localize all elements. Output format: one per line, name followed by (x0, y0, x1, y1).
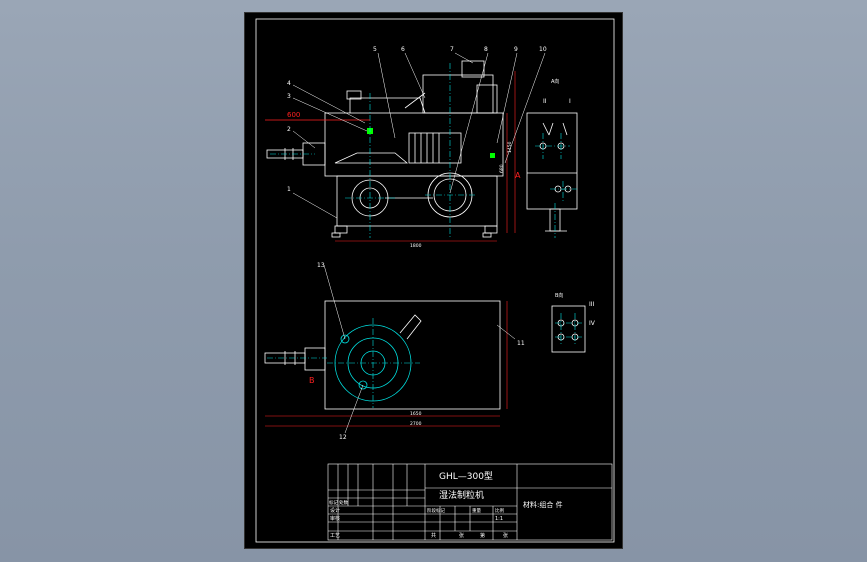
sheet-label-2: 张 (459, 532, 464, 539)
row-label-design: 设计 (330, 507, 340, 514)
callout-4: 4 (287, 80, 291, 87)
view-label-B: B向 (555, 292, 563, 299)
height-text-1: 1450 (507, 141, 513, 153)
view-B (551, 305, 586, 353)
front-centerlines (270, 63, 475, 238)
title-name: 湿法制粒机 (439, 489, 484, 501)
letter-A: A (515, 171, 521, 180)
row-label-review: 审核 (330, 515, 340, 522)
plan-inner-text: 1650 (410, 411, 422, 417)
red-dim-text: 600 (287, 111, 300, 119)
section-label-III: III (589, 301, 595, 308)
side-centerlines (535, 133, 577, 238)
side-view (526, 112, 578, 232)
sheet-label-1: 共 (431, 532, 436, 539)
callout-8: 8 (484, 46, 488, 53)
callout-12: 12 (339, 434, 347, 441)
title-scale: 1:1 (495, 516, 503, 522)
hatch-mark-2 (490, 153, 495, 158)
callout-1: 1 (287, 186, 291, 193)
view-B-centerlines (555, 313, 582, 346)
row-label-mark: 标记 (329, 499, 338, 506)
letter-B: B (309, 376, 315, 385)
front-length-text: 1800 (410, 243, 422, 249)
view-label-A: A向 (551, 78, 559, 85)
section-label-II: II (543, 98, 547, 105)
plan-outer-text: 2700 (410, 421, 422, 427)
callout-10: 10 (539, 46, 547, 53)
callout-2: 2 (287, 126, 291, 133)
drawing-sheet: 600 1800 1450 680 A A向 II I (244, 12, 623, 549)
section-label-IV: IV (589, 320, 596, 327)
engineering-drawing: 600 1800 1450 680 A A向 II I (255, 18, 615, 543)
section-label-I: I (569, 98, 571, 105)
header-scale: 比例 (495, 507, 504, 514)
callout-leaders (292, 52, 546, 434)
callout-3: 3 (287, 93, 291, 100)
header-weight: 重量 (472, 507, 481, 514)
height-text-2: 680 (499, 164, 505, 173)
callout-7: 7 (450, 46, 454, 53)
title-material: 材料:组合 件 (523, 500, 563, 509)
callout-6: 6 (401, 46, 405, 53)
plan-centerlines (267, 318, 420, 408)
title-model: GHL—300型 (439, 471, 493, 482)
sheet-label-4: 张 (503, 532, 508, 539)
title-block (327, 463, 613, 541)
row-label-count: 处数 (339, 499, 348, 506)
callout-9: 9 (514, 46, 518, 53)
callout-11: 11 (517, 340, 525, 347)
plan-view (264, 300, 501, 410)
row-label-process: 工艺 (330, 533, 340, 539)
sheet-label-3: 第 (480, 532, 485, 539)
inner-frame (255, 18, 615, 543)
callout-5: 5 (373, 46, 377, 53)
header-stage: 阶段标记 (427, 507, 445, 514)
callout-13: 13 (317, 262, 325, 269)
